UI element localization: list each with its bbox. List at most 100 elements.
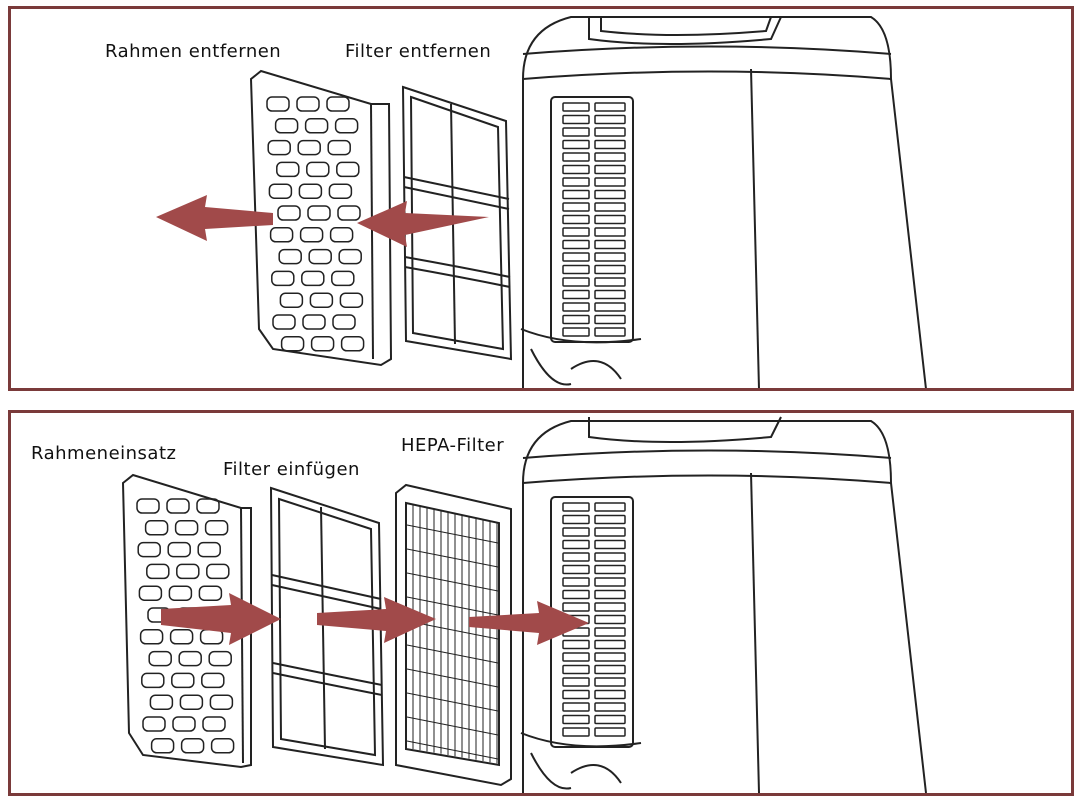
frame-hole <box>267 139 291 156</box>
grille-slot <box>594 202 626 212</box>
grille-slot <box>594 302 626 312</box>
grille-slot <box>562 514 590 525</box>
hepa-rib <box>406 644 499 664</box>
frame-hole <box>197 541 221 558</box>
grille-slot <box>594 164 626 175</box>
grille-slot <box>594 277 626 287</box>
frame-hole <box>206 563 230 580</box>
grille-slot <box>594 289 626 300</box>
arrow-insert-hepa <box>469 601 589 645</box>
label-frame-insert: Rahmeneinsatz <box>31 443 177 464</box>
grille-slot <box>562 139 590 150</box>
grille-slot <box>594 714 626 725</box>
grille-slot <box>562 552 590 562</box>
frame-hole <box>306 161 330 178</box>
grille-slot <box>594 252 626 262</box>
frame-hole <box>144 520 169 536</box>
grille-slot <box>562 689 590 700</box>
label-insert-filter: Filter einfügen <box>223 459 360 480</box>
frame-hole <box>340 336 365 352</box>
arrow-insert-filter <box>317 597 436 643</box>
frame-hole <box>307 205 331 221</box>
frame-hole <box>196 498 220 514</box>
frame-hole <box>171 672 195 689</box>
grille-slot <box>594 502 626 512</box>
frame-hole <box>331 270 355 287</box>
grille-slot <box>562 564 590 575</box>
arrow-insert-frame <box>161 593 281 645</box>
grille-slot <box>594 514 626 525</box>
purifier-body <box>520 16 927 388</box>
grille-slot <box>594 214 626 225</box>
grille-slot <box>562 202 590 212</box>
grille-slot <box>594 314 626 325</box>
frame-hole <box>308 248 332 265</box>
frame-hole <box>337 205 361 221</box>
grille-slot <box>594 264 626 275</box>
frame-hole <box>146 563 170 580</box>
frame-hole <box>178 650 202 667</box>
grille-slot <box>594 627 626 637</box>
frame-hole <box>199 629 224 645</box>
frame-hole <box>179 694 204 710</box>
grille-slot <box>594 552 626 562</box>
frame-hole <box>269 227 294 243</box>
frame-hole <box>338 248 362 265</box>
frame-hole <box>296 96 320 112</box>
frame-hole <box>202 716 226 732</box>
grille-frame <box>121 473 252 769</box>
panel-insert-filters: Rahmeneinsatz Filter einfügen HEPA-Filte… <box>8 410 1074 796</box>
frame-hole <box>204 520 229 536</box>
frame-hole <box>148 650 172 667</box>
arrow-remove-filter <box>357 201 489 247</box>
insert-diagram <box>121 416 927 793</box>
grille-slot <box>594 189 626 200</box>
label-remove-frame: Rahmen entfernen <box>105 41 282 62</box>
grille-slot <box>594 602 626 612</box>
grille-slot <box>562 652 590 662</box>
grille-slot <box>562 177 590 187</box>
frame-hole <box>276 161 300 178</box>
frame-hole <box>271 270 295 287</box>
grille-slot <box>562 114 590 125</box>
frame-hole <box>168 585 193 601</box>
grille-slot <box>562 577 590 587</box>
hepa-rib <box>406 692 499 712</box>
frame-hole <box>137 541 161 558</box>
grille-slot <box>594 227 626 237</box>
frame-hole <box>339 292 364 308</box>
frame-hole <box>301 270 325 287</box>
grille-slot <box>594 114 626 125</box>
grille-slot <box>562 639 590 650</box>
grille-slot <box>594 102 626 112</box>
frame-hole <box>277 205 301 221</box>
frame-hole <box>334 118 359 134</box>
grille-slot <box>562 714 590 725</box>
grille-slot <box>562 727 590 737</box>
hepa-rib <box>406 548 499 568</box>
grille-slot <box>594 177 626 187</box>
frame-hole <box>299 227 324 243</box>
grille-slot <box>594 564 626 575</box>
label-hepa-filter: HEPA-Filter <box>401 435 505 456</box>
grille-slot <box>594 664 626 675</box>
pre-filter <box>269 486 385 767</box>
remove-diagram <box>156 16 927 388</box>
grille-slot <box>562 264 590 275</box>
frame-hole <box>309 292 334 308</box>
hepa-rib <box>406 668 499 688</box>
frame-hole <box>266 96 290 112</box>
grille-slot <box>562 527 590 537</box>
grille-slot <box>594 127 626 137</box>
frame-hole <box>336 161 360 178</box>
grille-slot <box>594 239 626 250</box>
grille-slot <box>562 589 590 600</box>
frame-hole <box>142 716 166 732</box>
frame-hole <box>136 498 160 514</box>
frame-hole <box>298 183 323 199</box>
frame-hole <box>141 672 165 689</box>
grille-slot <box>562 152 590 162</box>
frame-hole <box>210 738 235 754</box>
frame-hole <box>209 694 234 710</box>
frame-hole <box>272 314 296 330</box>
